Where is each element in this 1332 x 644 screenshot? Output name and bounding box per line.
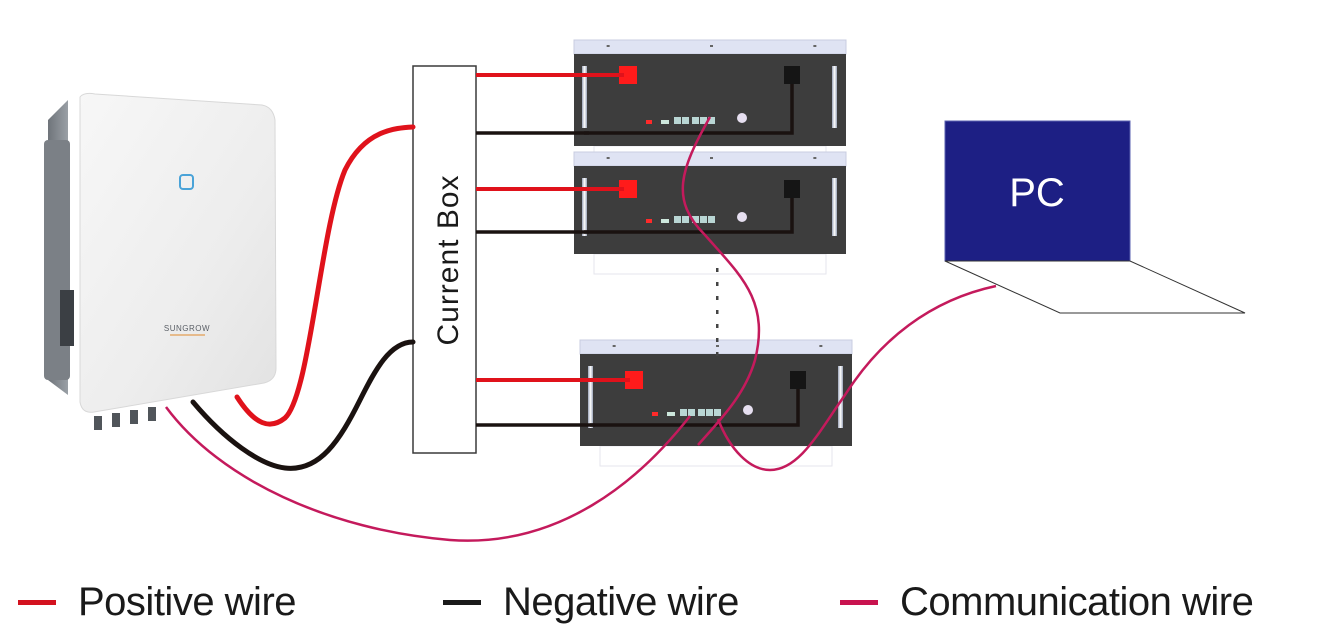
battery-comm-port [680,409,687,416]
battery-handle-right [838,366,843,428]
battery-comm-port [692,216,699,223]
battery-handle-right [832,66,837,128]
battery-body [580,354,852,446]
battery-dip-switch [661,219,669,223]
pc-screen [944,120,1131,262]
battery-internal-negative-wire [584,84,794,135]
ellipsis-dot [716,296,719,300]
inverter-brand-label: SUNGROW [164,324,210,333]
battery-internal-negative-wire [584,198,794,234]
battery-comm-port [698,409,705,416]
legend-swatch-negative [443,600,481,605]
current-box-label: Current Box [432,174,465,345]
communication-wire-pc [716,284,997,472]
inverter-connectors [94,407,156,430]
battery-comm-port [700,216,707,223]
pc: PC [944,120,1246,314]
battery-lid-screw [710,157,713,159]
legend-item-communication: Communication wire [840,580,1254,625]
negative-wire-inverter [190,339,416,471]
battery-comm-port [674,216,681,223]
current-box: Current Box [412,65,477,454]
battery-internal-negative-wire [590,389,800,427]
battery-lid-screw [813,157,817,159]
battery-lid-screw [606,157,610,159]
led-indicator-icon [179,174,194,190]
battery-negative-terminal [784,66,800,84]
inverter-connector [148,407,156,421]
inverter-connector [130,410,138,424]
battery-shelf [593,253,827,275]
battery-negative-terminal [784,180,800,198]
ellipsis-dot [716,310,719,314]
battery-handle-left [582,178,587,236]
legend-label-negative: Negative wire [503,580,739,624]
inverter-front [79,92,277,413]
battery-power-button [743,405,753,415]
legend-item-negative: Negative wire [443,580,739,625]
battery-comm-port [714,409,721,416]
battery-lid-screw [716,345,719,347]
battery-power-button [737,212,747,222]
battery-comm-port [708,117,715,124]
battery-comm-port [700,117,707,124]
battery-stack [573,39,853,467]
ellipsis-dot [716,268,719,272]
inverter-connector [112,413,120,427]
battery-handle-right [832,178,837,236]
battery-shelf [599,445,833,467]
battery-status-led [646,120,652,124]
stack-ellipsis [716,268,719,356]
legend-swatch-communication [840,600,878,605]
battery-module-n [579,339,853,467]
battery-comm-port [692,117,699,124]
battery-module-2 [573,151,847,275]
battery-status-led [646,219,652,223]
ellipsis-dot [716,282,719,286]
battery-comm-port [682,117,689,124]
battery-power-button [737,113,747,123]
legend-swatch-positive [18,600,56,605]
battery-positive-terminal [619,180,637,198]
legend-item-positive: Positive wire [18,580,297,625]
pc-label: PC [1009,171,1065,215]
inverter-connector [94,416,102,430]
battery-status-led [652,412,658,416]
battery-lid-screw [813,45,817,47]
battery-comm-port [674,117,681,124]
battery-handle-left [588,366,593,428]
ellipsis-dot [716,338,719,342]
legend-label-communication: Communication wire [900,580,1254,624]
battery-dip-switch [661,120,669,124]
bus-wires [476,73,630,427]
current-box-frame [412,65,477,454]
pc-keyboard [944,260,1246,314]
battery-dip-switch [667,412,675,416]
inverter-port-panel [60,290,74,346]
battery-lid-screw [819,345,823,347]
battery-comm-port [706,409,713,416]
communication-wire-link-1 [681,116,761,446]
battery-lid-screw [710,45,713,47]
inverter: SUNGROW [44,92,277,430]
battery-module-1 [573,39,847,167]
battery-comm-port [688,409,695,416]
battery-negative-terminal [790,371,806,389]
battery-positive-terminal [625,371,643,389]
battery-positive-terminal [619,66,637,84]
battery-lid-screw [612,345,616,347]
legend: Positive wire Negative wire Communicatio… [0,580,1332,630]
communication-wire-inverter [164,406,691,542]
battery-comm-port [708,216,715,223]
battery-comm-port [682,216,689,223]
ellipsis-dot [716,352,719,356]
battery-handle-left [582,66,587,128]
battery-lid-screw [606,45,610,47]
legend-label-positive: Positive wire [78,580,297,624]
positive-wire-inverter [234,124,416,427]
ellipsis-dot [716,324,719,328]
